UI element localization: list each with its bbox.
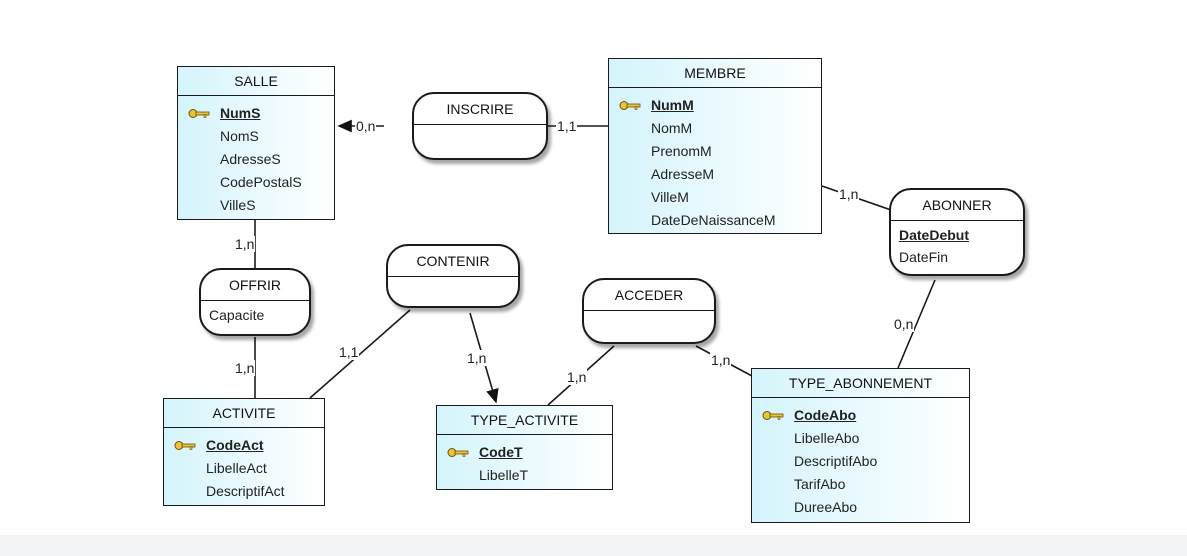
attribute: DureeAbo	[794, 499, 858, 515]
cardinality-label: 1,n	[234, 360, 256, 376]
association-title: INSCRIRE	[414, 94, 546, 125]
key-icon	[174, 441, 196, 450]
primary-key-attr: CodeT	[445, 441, 608, 464]
attribute: DateDeNaissanceM	[651, 212, 776, 228]
key-icon	[762, 411, 784, 420]
association-contenir[interactable]: CONTENIR	[386, 244, 520, 308]
key-icon	[447, 448, 469, 457]
attribute: LibelleAct	[206, 460, 267, 476]
attribute: TarifAbo	[794, 476, 846, 492]
association-inscrire[interactable]: INSCRIRE	[412, 92, 548, 160]
entity-type-abonnement[interactable]: TYPE_ABONNEMENT CodeAbo LibelleAbo Descr…	[751, 368, 970, 523]
entity-salle[interactable]: SALLE NumS NomS AdresseS CodePostalS Vil…	[177, 66, 335, 220]
primary-key-attr: NumS	[186, 102, 330, 125]
attribute: DescriptifAbo	[794, 453, 878, 469]
cardinality-label: 1,n	[466, 350, 488, 366]
attribute: NomS	[220, 128, 259, 144]
association-attribute: Capacite	[209, 307, 265, 323]
entity-title: ACTIVITE	[164, 399, 324, 428]
association-title: ACCEDER	[584, 280, 714, 311]
primary-key-attr: CodeAbo	[760, 404, 965, 427]
cardinality-label: 1,n	[566, 369, 588, 385]
footer-band	[0, 535, 1187, 556]
key-icon	[619, 101, 641, 110]
cardinality-label: 1,n	[234, 236, 256, 252]
link-abonner-typeabo	[897, 279, 936, 369]
cardinality-label: 1,n	[838, 186, 860, 202]
entity-type-activite[interactable]: TYPE_ACTIVITE CodeT LibelleT	[436, 405, 613, 490]
attribute: CodePostalS	[220, 174, 302, 190]
association-title: CONTENIR	[388, 246, 518, 277]
entity-title: TYPE_ACTIVITE	[437, 406, 612, 435]
association-offrir[interactable]: OFFRIR Capacite	[199, 268, 311, 336]
attribute: AdresseM	[651, 166, 715, 182]
entity-membre[interactable]: MEMBRE NumM NomM PrenomM AdresseM VilleM…	[608, 58, 822, 234]
cardinality-label: 1,1	[556, 118, 578, 134]
association-acceder[interactable]: ACCEDER	[582, 278, 716, 344]
entity-title: MEMBRE	[609, 59, 821, 88]
attribute: PrenomM	[651, 143, 712, 159]
association-title: ABONNER	[891, 190, 1023, 221]
association-title: OFFRIR	[201, 270, 309, 301]
cardinality-label: 0,n	[355, 118, 377, 134]
cardinality-label: 1,n	[710, 352, 732, 368]
link-activite-contenir	[309, 309, 411, 399]
primary-key-attr: NumM	[617, 94, 817, 117]
association-attribute: DateFin	[899, 249, 949, 265]
attribute: NomM	[651, 120, 693, 136]
key-icon	[188, 109, 210, 118]
attribute: LibelleT	[479, 467, 529, 483]
attribute: AdresseS	[220, 151, 281, 167]
entity-activite[interactable]: ACTIVITE CodeAct LibelleAct DescriptifAc…	[163, 398, 325, 506]
attribute: LibelleAbo	[794, 430, 860, 446]
entity-title: TYPE_ABONNEMENT	[752, 369, 969, 398]
cardinality-label: 0,n	[893, 316, 915, 332]
attribute: VilleM	[651, 189, 689, 205]
cardinality-label: 1,1	[338, 344, 360, 360]
entity-title: SALLE	[178, 67, 334, 96]
association-abonner[interactable]: ABONNER DateDebut DateFin	[889, 188, 1025, 276]
primary-key-attr: CodeAct	[172, 434, 320, 457]
attribute: VilleS	[220, 197, 256, 213]
attribute: DescriptifAct	[206, 483, 285, 499]
association-attribute: DateDebut	[899, 227, 970, 243]
